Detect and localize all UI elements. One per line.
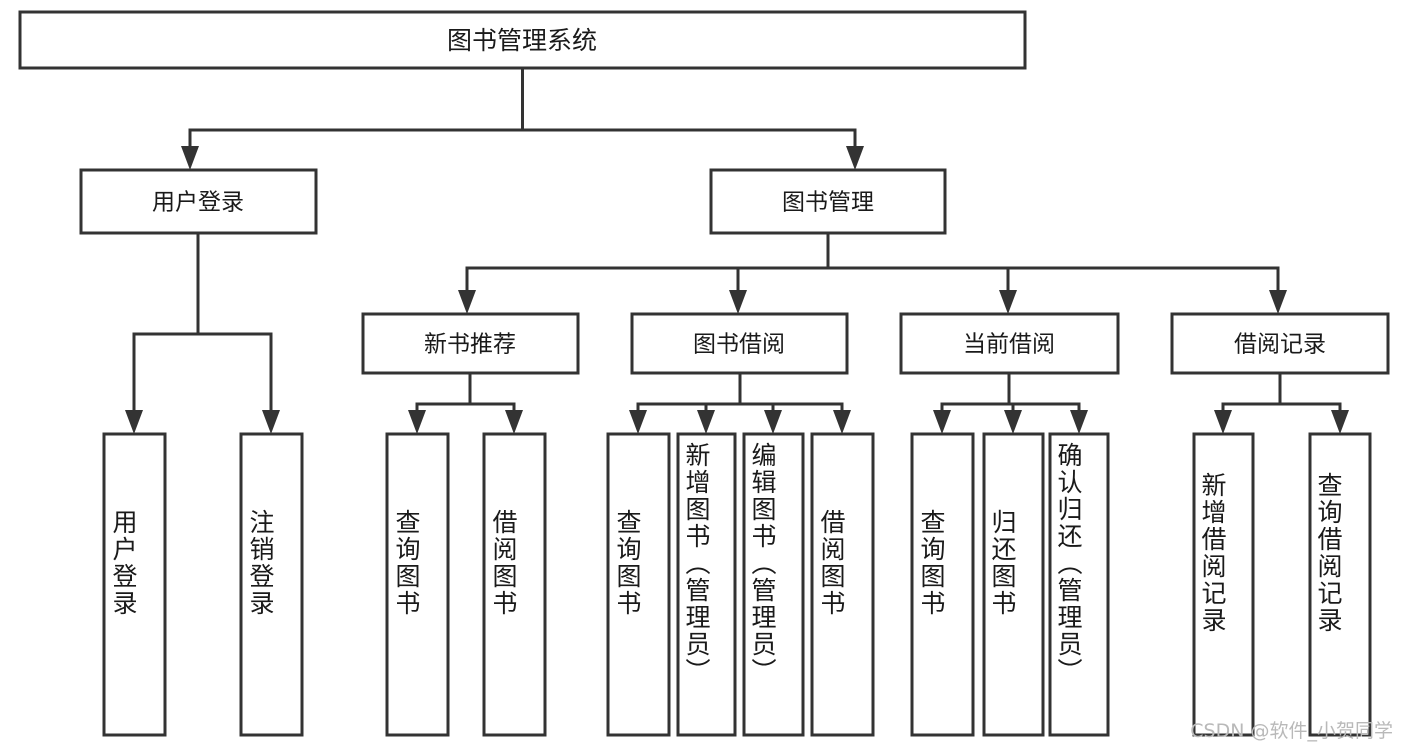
connector-borrowrecord-to-leaves (1214, 371, 1349, 434)
node-leaf-br-query-record-box[interactable] (1308, 432, 1372, 737)
node-borrow-record-label: 借阅记录 (1234, 332, 1326, 358)
node-leaf-cb-confirm-return-box[interactable] (1048, 432, 1110, 737)
node-book-manage-label: 图书管理 (782, 190, 874, 216)
node-root-system-label: 图书管理系统 (447, 26, 597, 55)
connector-userlogin-to-leaves (125, 231, 280, 434)
node-book-manage[interactable]: 图书管理 (709, 168, 947, 235)
connector-bookborrow-to-leaves (629, 371, 851, 434)
node-leaf-bb-query-book-box[interactable] (606, 432, 671, 737)
node-book-borrow-label: 图书借阅 (693, 332, 785, 358)
node-leaf-rec-query-book-box[interactable] (385, 432, 450, 737)
node-book-borrow-box (630, 312, 849, 375)
connector-root-to-level2 (181, 66, 864, 170)
node-new-book-recommend[interactable]: 新书推荐 (361, 312, 580, 375)
node-book-manage-box (709, 168, 947, 235)
node-leaf-br-add-record-box[interactable] (1192, 432, 1255, 737)
node-leaf-user-login-box[interactable] (102, 432, 167, 737)
node-leaf-cb-return-book-box[interactable] (982, 432, 1045, 737)
node-new-book-recommend-label: 新书推荐 (424, 332, 516, 358)
node-root-system[interactable]: 图书管理系统 (18, 10, 1027, 70)
node-current-borrow-label: 当前借阅 (963, 332, 1055, 358)
node-leaf-user-logout-box[interactable] (239, 432, 304, 737)
node-borrow-record[interactable]: 借阅记录 (1170, 312, 1390, 375)
node-current-borrow-box (899, 312, 1120, 375)
node-user-login-label: 用户登录 (152, 190, 244, 216)
node-leaf-rec-borrow-book-box[interactable] (482, 432, 547, 737)
node-root-system-box (18, 10, 1027, 70)
node-current-borrow[interactable]: 当前借阅 (899, 312, 1120, 375)
node-leaf-bb-borrow-book-box[interactable] (810, 432, 875, 737)
leaf-boxes-group (102, 432, 1372, 737)
node-leaf-cb-query-book-box[interactable] (910, 432, 975, 737)
node-leaf-bb-edit-book-box[interactable] (742, 432, 805, 737)
node-new-book-recommend-box (361, 312, 580, 375)
node-user-login-box (79, 168, 318, 235)
connector-newbookrec-to-leaves (408, 371, 523, 434)
connector-bookmanage-to-level3 (458, 231, 1287, 314)
node-leaf-bb-add-book-box[interactable] (676, 432, 737, 737)
node-book-borrow[interactable]: 图书借阅 (630, 312, 849, 375)
node-user-login[interactable]: 用户登录 (79, 168, 318, 235)
node-borrow-record-box (1170, 312, 1390, 375)
connector-currentborrow-to-leaves (933, 371, 1088, 434)
